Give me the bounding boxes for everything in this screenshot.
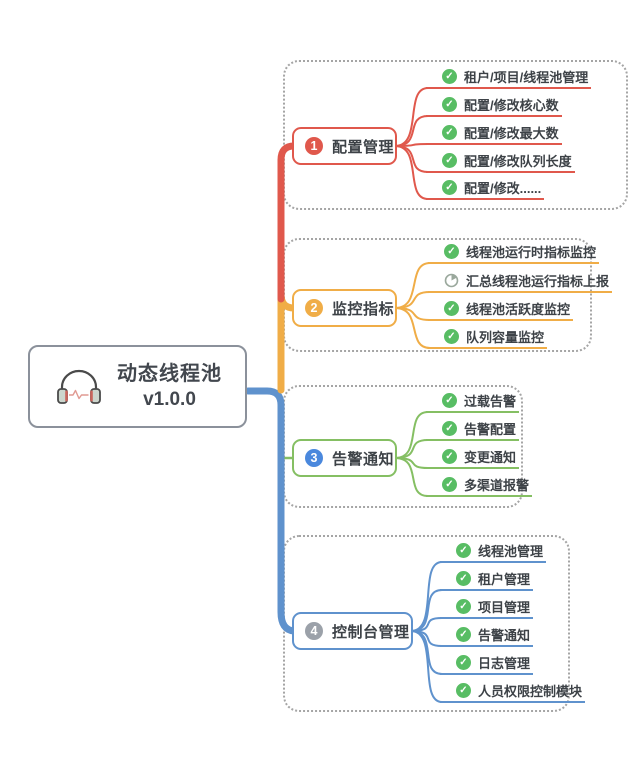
check-icon: ✓: [456, 599, 471, 614]
leaf-item-monitoring-metrics-4[interactable]: ✓ 队列容量监控: [428, 327, 548, 349]
headphones-icon: [53, 364, 105, 410]
leaf-item-label: 配置/修改......: [464, 181, 542, 196]
leaf-item-label: 人员权限控制模块: [478, 684, 583, 699]
check-icon: ✓: [456, 543, 471, 558]
leaf-item-alert-notification-3[interactable]: ✓ 变更通知: [426, 447, 520, 469]
branch-number-badge-alert-notification: 3: [305, 449, 323, 467]
leaf-item-label: 配置/修改队列长度: [464, 154, 572, 169]
leaf-item-label: 租户/项目/线程池管理: [464, 70, 589, 85]
branch-label-alert-notification: 告警通知: [332, 450, 395, 468]
leaf-item-label: 配置/修改最大数: [464, 126, 559, 141]
check-icon: ✓: [442, 449, 457, 464]
leaf-item-monitoring-metrics-3[interactable]: ✓ 线程池活跃度监控: [428, 299, 574, 321]
leaf-item-label: 告警通知: [478, 628, 531, 643]
check-icon: ✓: [442, 69, 457, 84]
branch-number-badge-config-management: 1: [305, 137, 323, 155]
check-icon: ✓: [442, 125, 457, 140]
leaf-item-label: 队列容量监控: [466, 330, 545, 345]
check-icon: ✓: [456, 683, 471, 698]
root-node-text: 动态线程池 v1.0.0: [117, 361, 222, 413]
leaf-item-label: 日志管理: [478, 656, 531, 671]
leaf-item-config-management-3[interactable]: ✓ 配置/修改最大数: [426, 123, 562, 145]
leaf-item-console-management-3[interactable]: ✓ 项目管理: [440, 597, 534, 619]
branch-node-console-management[interactable]: 4 控制台管理: [292, 612, 413, 650]
check-icon: ✓: [442, 153, 457, 168]
branch-number-badge-console-management: 4: [305, 622, 323, 640]
check-icon: ✓: [442, 180, 457, 195]
check-icon: ✓: [442, 97, 457, 112]
branch-number-badge-monitoring-metrics: 2: [305, 299, 323, 317]
check-icon: ✓: [444, 244, 459, 259]
leaf-item-label: 变更通知: [464, 450, 517, 465]
leaf-item-alert-notification-1[interactable]: ✓ 过载告警: [426, 391, 520, 413]
branch-node-alert-notification[interactable]: 3 告警通知: [292, 439, 397, 477]
leaf-item-console-management-6[interactable]: ✓ 人员权限控制模块: [440, 681, 586, 703]
check-icon: ✓: [444, 301, 459, 316]
leaf-item-config-management-4[interactable]: ✓ 配置/修改队列长度: [426, 151, 575, 173]
branch-node-config-management[interactable]: 1 配置管理: [292, 127, 397, 165]
check-icon: ✓: [442, 421, 457, 436]
check-icon: ✓: [444, 329, 459, 344]
root-title: 动态线程池: [117, 362, 222, 385]
leaf-item-monitoring-metrics-2[interactable]: 汇总线程池运行指标上报: [428, 271, 613, 293]
leaf-item-label: 过载告警: [464, 394, 517, 409]
branch-label-console-management: 控制台管理: [332, 623, 410, 641]
check-icon: ✓: [442, 393, 457, 408]
branch-label-config-management: 配置管理: [332, 138, 395, 156]
leaf-item-label: 项目管理: [478, 600, 531, 615]
check-icon: ✓: [442, 477, 457, 492]
branch-group-box-config-management: [283, 60, 628, 210]
leaf-item-config-management-1[interactable]: ✓ 租户/项目/线程池管理: [426, 67, 592, 89]
root-version: v1.0.0: [143, 388, 196, 410]
leaf-item-config-management-5[interactable]: ✓ 配置/修改......: [426, 178, 545, 200]
branch-node-monitoring-metrics[interactable]: 2 监控指标: [292, 289, 397, 327]
check-icon: ✓: [456, 655, 471, 670]
leaf-item-config-management-2[interactable]: ✓ 配置/修改核心数: [426, 95, 562, 117]
leaf-item-label: 汇总线程池运行指标上报: [466, 274, 610, 289]
leaf-item-console-management-1[interactable]: ✓ 线程池管理: [440, 541, 547, 563]
leaf-item-label: 线程池运行时指标监控: [466, 245, 597, 260]
leaf-item-monitoring-metrics-1[interactable]: ✓ 线程池运行时指标监控: [428, 242, 600, 264]
check-icon: ✓: [456, 571, 471, 586]
leaf-item-console-management-4[interactable]: ✓ 告警通知: [440, 625, 534, 647]
leaf-item-console-management-5[interactable]: ✓ 日志管理: [440, 653, 534, 675]
branch-label-monitoring-metrics: 监控指标: [332, 300, 395, 318]
leaf-item-label: 租户管理: [478, 572, 531, 587]
leaf-item-alert-notification-4[interactable]: ✓ 多渠道报警: [426, 475, 533, 497]
leaf-item-console-management-2[interactable]: ✓ 租户管理: [440, 569, 534, 591]
leaf-item-label: 告警配置: [464, 422, 517, 437]
leaf-item-label: 配置/修改核心数: [464, 98, 559, 113]
leaf-item-label: 线程池管理: [478, 544, 544, 559]
leaf-item-label: 多渠道报警: [464, 478, 530, 493]
leaf-item-alert-notification-2[interactable]: ✓ 告警配置: [426, 419, 520, 441]
leaf-item-label: 线程池活跃度监控: [466, 302, 571, 317]
check-icon: ✓: [456, 627, 471, 642]
root-node[interactable]: 动态线程池 v1.0.0: [28, 345, 247, 428]
progress-icon: [444, 273, 459, 288]
